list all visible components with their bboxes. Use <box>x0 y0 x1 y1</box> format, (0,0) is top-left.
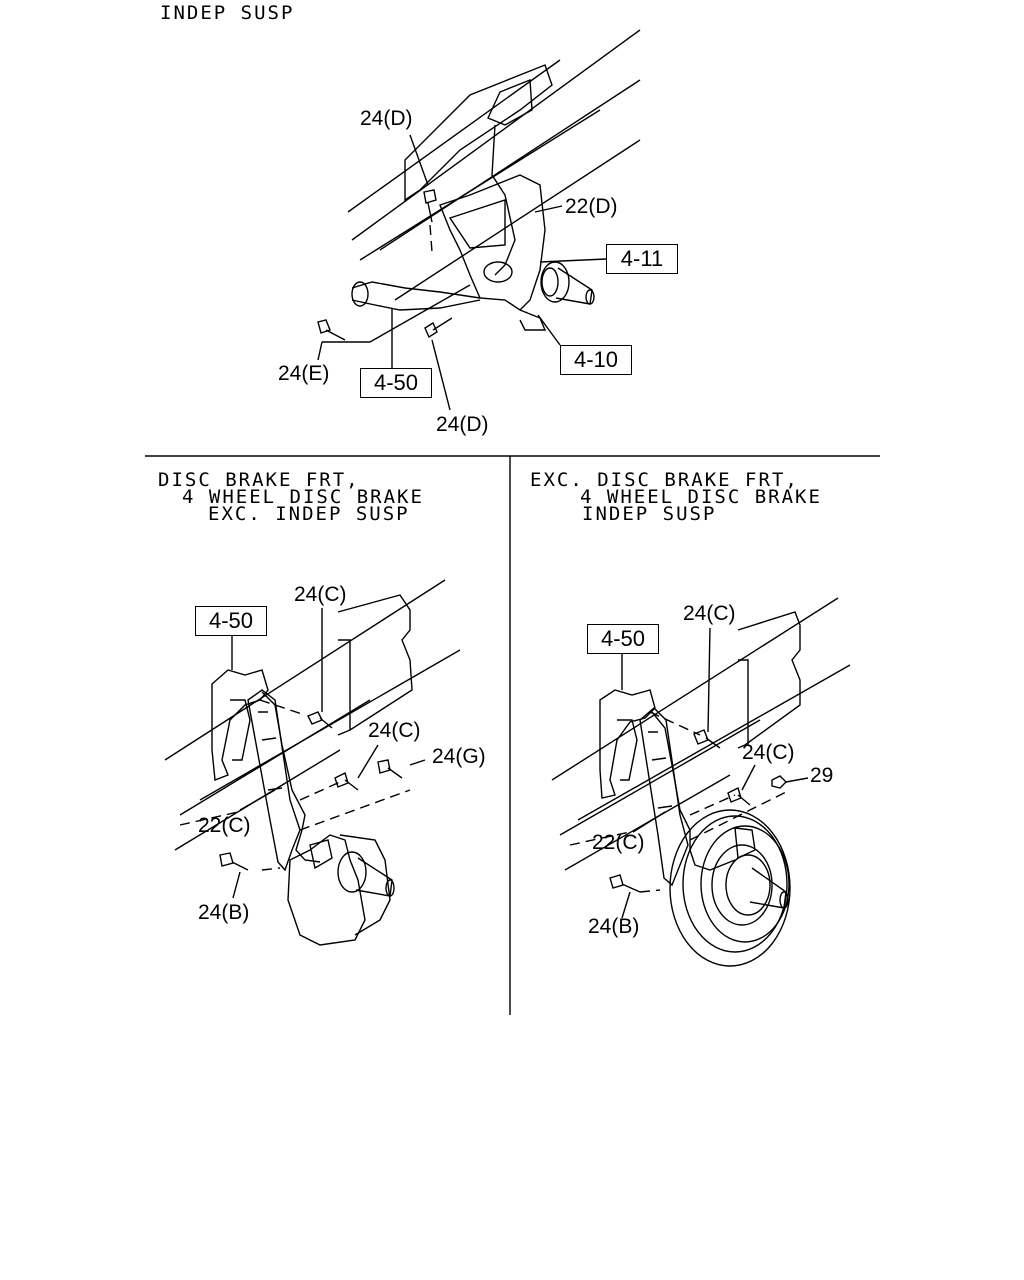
label-24c-left-top: 24(C) <box>294 583 347 606</box>
right-caption-line1: EXC. DISC BRAKE FRT, <box>530 469 799 491</box>
left-bracket <box>211 669 269 781</box>
ref-box-4-50-right: 4-50 <box>587 624 659 654</box>
ref-box-4-50-top: 4-50 <box>360 368 432 398</box>
label-24g: 24(G) <box>432 745 486 768</box>
left-frame-rail <box>164 579 461 851</box>
label-22c-right: 22(C) <box>592 831 645 854</box>
right-strut <box>639 707 689 887</box>
right-caption-line2: 4 WHEEL DISC BRAKE <box>580 486 822 508</box>
right-frame-rail <box>551 597 851 871</box>
label-22c-left: 22(C) <box>198 814 251 837</box>
right-sensor-wire <box>651 711 736 871</box>
left-bolts <box>219 711 403 871</box>
label-24b-left: 24(B) <box>198 901 250 924</box>
top-bolts <box>317 189 453 341</box>
label-22d: 22(D) <box>565 195 618 218</box>
label-24e: 24(E) <box>278 362 330 385</box>
top-sensor-bracket <box>487 78 533 276</box>
left-knuckle-rotor <box>287 834 395 946</box>
left-strut <box>247 689 301 872</box>
right-caption-line3: INDEP SUSP <box>582 503 717 525</box>
label-24c-right-top: 24(C) <box>683 602 736 625</box>
label-24b-right: 24(B) <box>588 915 640 938</box>
left-caption-line2: 4 WHEEL DISC BRAKE <box>182 486 424 508</box>
left-caption-line1: DISC BRAKE FRT, <box>158 469 360 491</box>
top-caption: INDEP SUSP <box>160 2 295 24</box>
ref-box-4-50-left: 4-50 <box>195 606 267 636</box>
top-knuckle <box>439 174 547 331</box>
label-24d-lower: 24(D) <box>436 413 489 436</box>
ref-box-4-10: 4-10 <box>560 345 632 375</box>
label-24d-upper: 24(D) <box>360 107 413 130</box>
label-29: 29 <box>810 764 834 787</box>
right-bolts <box>609 729 787 893</box>
top-hub-spindle <box>540 261 595 305</box>
right-drum-disc <box>669 809 791 967</box>
ref-box-4-11: 4-11 <box>606 244 678 274</box>
left-sensor-wire <box>261 691 321 863</box>
left-caption-line3: EXC. INDEP SUSP <box>208 503 410 525</box>
top-frame-rail <box>347 29 641 301</box>
label-24c-right-mid: 24(C) <box>742 741 795 764</box>
label-24c-left-mid: 24(C) <box>368 719 421 742</box>
right-bracket <box>599 689 656 799</box>
